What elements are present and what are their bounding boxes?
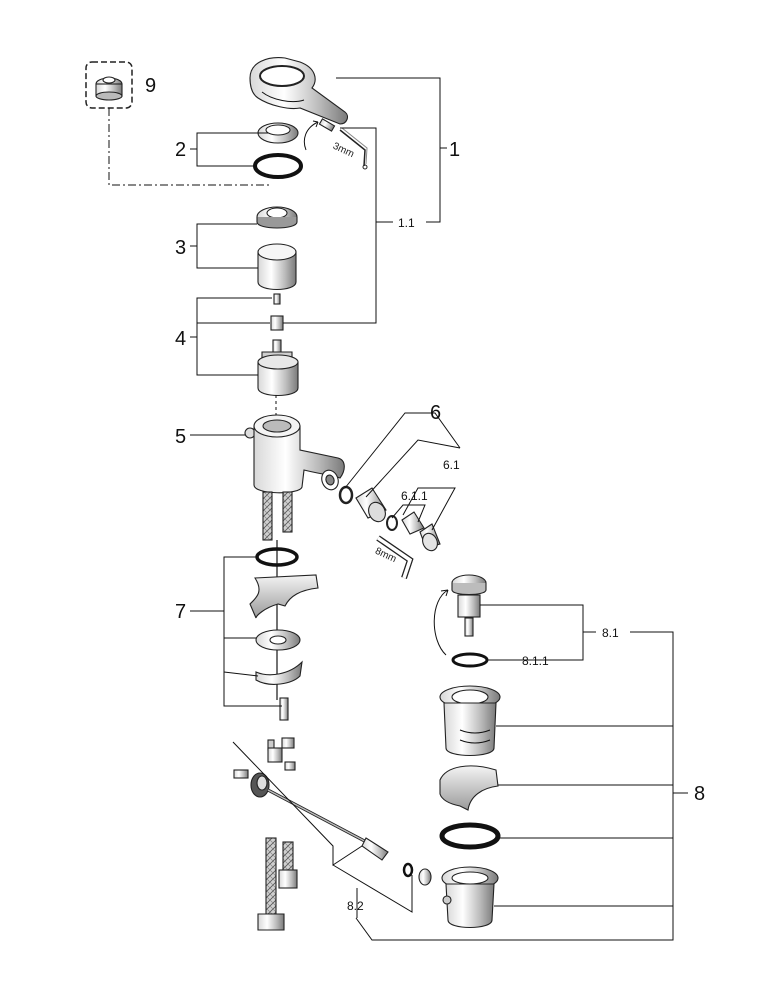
- tool-3mm-label: 3mm: [331, 141, 356, 160]
- label-6: 6: [430, 402, 441, 424]
- label-2: 2: [175, 139, 186, 161]
- label-1-1: 1.1: [398, 216, 415, 230]
- part-6-aerator-group: [338, 485, 441, 552]
- part-8-o-ring: [439, 822, 501, 850]
- label-8-2: 8.2: [347, 899, 364, 913]
- part-1-lever-handle: [249, 57, 349, 125]
- part-labels: 9 1 1.1 2 3 4 5 6 6.1 6.1.1 7 8.1 8.1.1 …: [145, 75, 705, 913]
- label-8-1-1: 8.1.1: [522, 654, 549, 668]
- part-2-cap-ring: [253, 122, 303, 179]
- part-8-waste-nut: [441, 866, 499, 929]
- label-6-1: 6.1: [443, 458, 460, 472]
- part-8-waste-body: [439, 685, 501, 756]
- part-5-mixer-body: [244, 414, 345, 541]
- tool-8mm-hex-key: [376, 535, 414, 579]
- label-9: 9: [145, 75, 156, 97]
- part-8-1-popup-plug: [433, 574, 487, 656]
- label-4: 4: [175, 328, 186, 350]
- part-1-1-set-screw: [318, 118, 368, 170]
- rotation-arrow-1: [303, 121, 319, 151]
- part-8-2-lift-rod: [233, 737, 432, 886]
- leader-9: [108, 108, 270, 186]
- label-7: 7: [175, 601, 186, 623]
- label-6-1-1: 6.1.1: [401, 489, 428, 503]
- part-7-mounting-set: [249, 540, 319, 721]
- leader-lines: [190, 77, 688, 941]
- flexible-hoses: [257, 837, 298, 931]
- part-3-nut-sleeve: [256, 206, 298, 291]
- part-4-cartridge-assembly: [257, 293, 299, 397]
- part-9-cartridge-reference: [85, 61, 133, 109]
- label-8: 8: [694, 783, 705, 805]
- part-8-gasket: [439, 765, 499, 811]
- label-8-1: 8.1: [602, 626, 619, 640]
- label-3: 3: [175, 237, 186, 259]
- label-1: 1: [449, 139, 460, 161]
- label-5: 5: [175, 426, 186, 448]
- part-8-1-1-seal: [451, 652, 489, 668]
